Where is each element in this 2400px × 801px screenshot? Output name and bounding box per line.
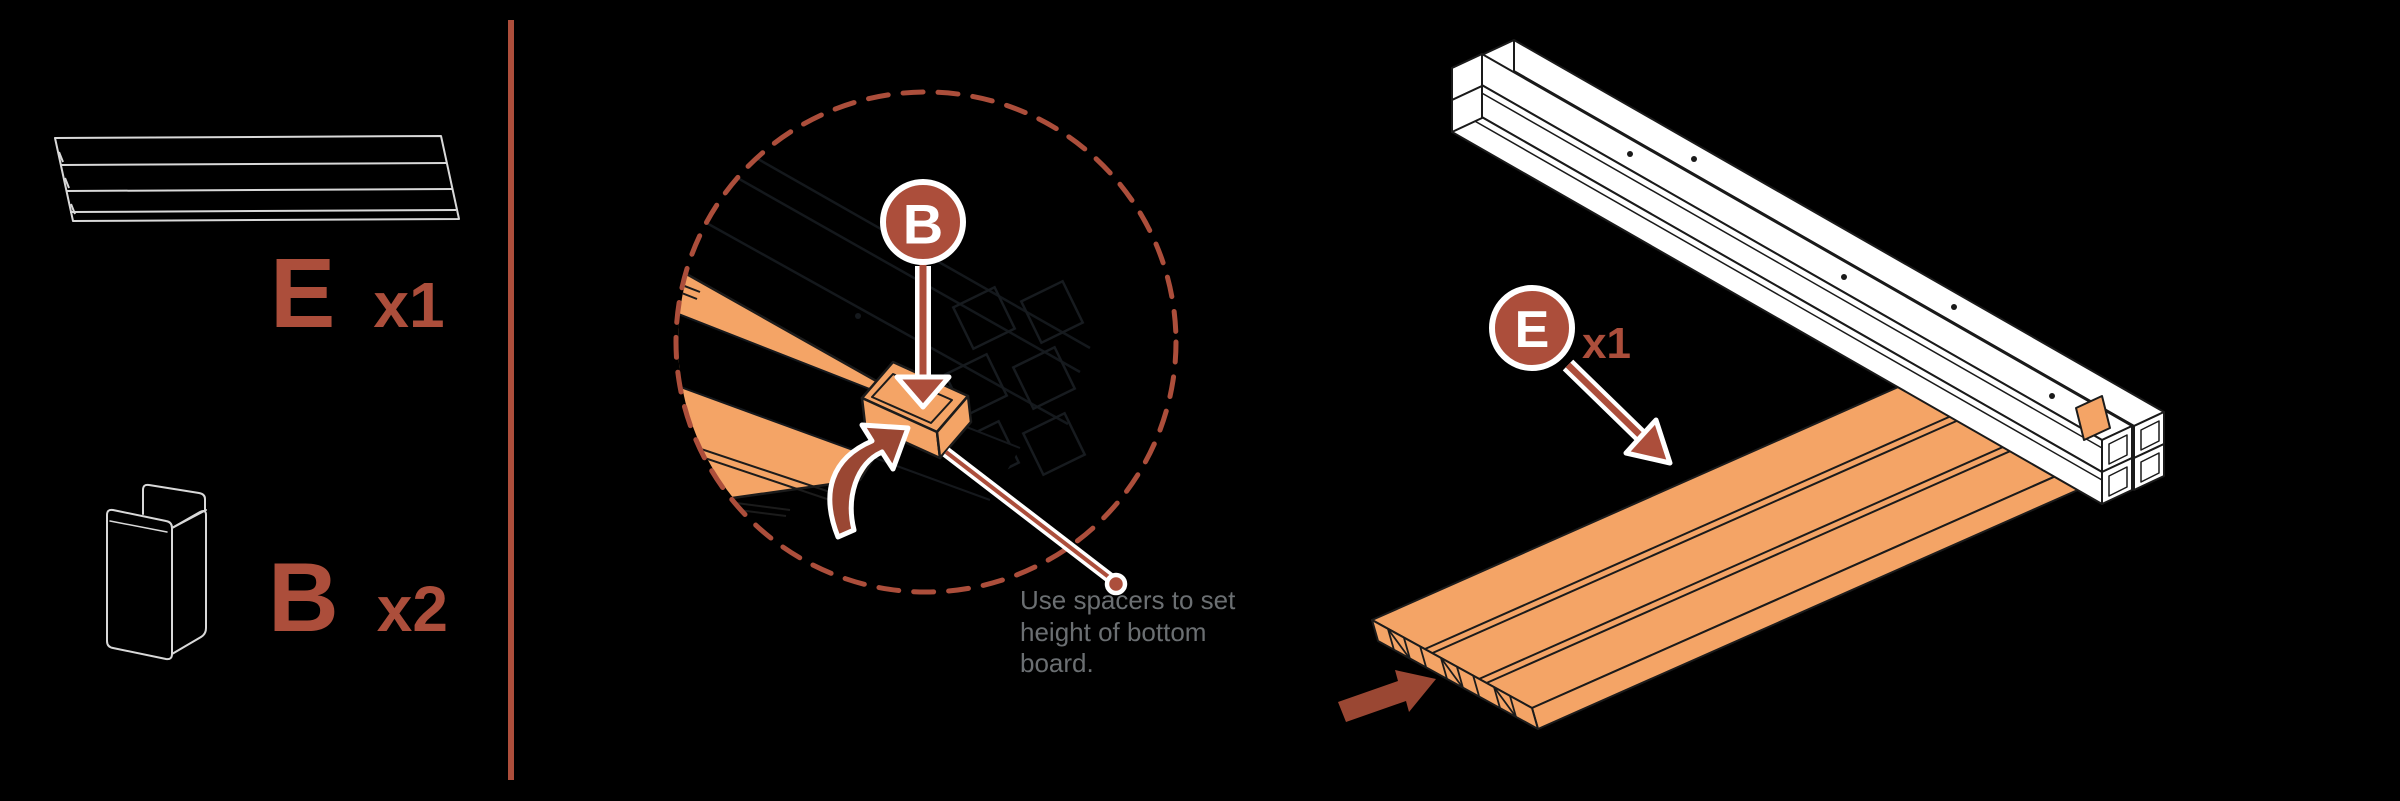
assembly-view-artwork: E [1338, 39, 2165, 730]
badge-stem-arrow [894, 264, 952, 410]
assembly-badge-e: E [1489, 285, 1575, 371]
note-leader [942, 447, 1128, 596]
board-end-sliver [2075, 395, 2111, 441]
part-b-quantity: x2 [376, 573, 448, 645]
assembly-badge-quantity: x1 [1582, 319, 1631, 368]
assembly-rails [1451, 39, 2165, 505]
part-e-letter: E [270, 238, 336, 348]
part-b-spacer-drawing [106, 483, 207, 661]
assembly-board-e [1371, 352, 2142, 730]
part-b-letter: B [268, 542, 339, 652]
detail-badge-letter: B [903, 193, 943, 256]
badge-pointer-arrow [1562, 359, 1673, 466]
detail-badge-b: B [880, 179, 966, 265]
pointer-arrowhead-icon [1623, 417, 1673, 466]
block-arrow-icon [1338, 670, 1436, 722]
assembly-badge-letter: E [1515, 301, 1550, 359]
leader-dot-icon [1104, 572, 1128, 596]
spacer-note-text: Use spacers to set height of bottom boar… [1020, 585, 1236, 679]
dashed-circle-icon [673, 89, 1179, 595]
part-e-board-drawing [54, 135, 460, 222]
parts-item-e: E x1 [270, 244, 445, 342]
part-e-quantity: x1 [373, 269, 445, 341]
parts-item-b: B x2 [268, 548, 448, 646]
detail-callout: B [673, 89, 1179, 596]
down-arrow-icon [894, 374, 952, 410]
curved-arrow-icon [827, 422, 911, 540]
